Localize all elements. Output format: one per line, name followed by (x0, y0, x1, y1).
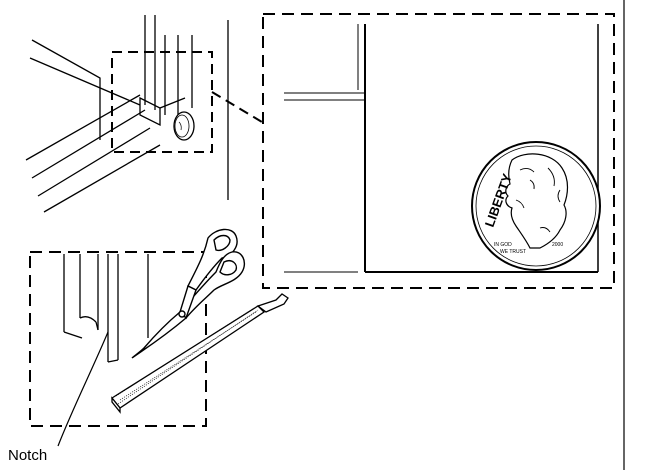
coin-motto-small-left: IN GOD (494, 242, 512, 248)
detail-leader-line (211, 91, 263, 123)
coin-motto-small-right: WE TRUST (500, 249, 526, 255)
tin-snips-icon (131, 228, 246, 359)
coin-small-icon (173, 111, 195, 141)
flat-file-icon (111, 293, 289, 414)
dime-coin-icon: LIBERTY IN GOD WE TRUST 2000 (471, 141, 601, 271)
door-frame-perspective (25, 15, 229, 213)
inset-frame-lines (284, 24, 599, 273)
weatherstrip-panel (63, 254, 149, 363)
coin-year: 2000 (552, 242, 563, 248)
detail-box-large (262, 13, 615, 289)
tool-detail-box (29, 251, 207, 427)
detail-box-small (111, 51, 213, 153)
notch-label: Notch (8, 447, 47, 464)
notch-leader-line (57, 331, 109, 447)
